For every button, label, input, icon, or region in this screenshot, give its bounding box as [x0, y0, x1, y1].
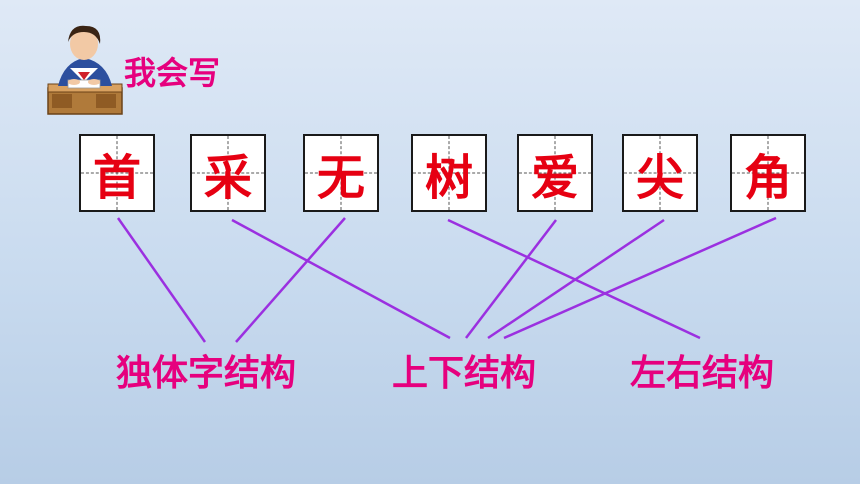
character-glyph: 无 [316, 150, 365, 206]
character-box: 树 [411, 134, 487, 212]
grid-guide-horizontal [413, 172, 485, 174]
category-left-right-structure: 左右结构 [630, 353, 775, 394]
character-box: 首 [79, 134, 155, 212]
connector-jiao-to-topbottom [503, 216, 777, 340]
character-glyph: 爱 [530, 150, 579, 206]
character-box: 尖 [622, 134, 698, 212]
character-glyph: 树 [424, 150, 473, 206]
connector-ai-to-topbottom [465, 219, 557, 339]
grid-guide-horizontal [624, 172, 696, 174]
grid-guide-horizontal [732, 172, 804, 174]
character-box: 采 [190, 134, 266, 212]
connector-cai-to-topbottom [231, 218, 451, 340]
page-title: 我会写 [124, 54, 221, 92]
grid-guide-horizontal [81, 172, 153, 174]
grid-guide-horizontal [305, 172, 377, 174]
grid-guide-horizontal [519, 172, 591, 174]
connector-shu-to-leftright [447, 218, 701, 340]
grid-guide-horizontal [192, 172, 264, 174]
header: 我会写 [44, 18, 304, 118]
character-glyph: 角 [743, 150, 792, 206]
connector-shou-to-single [116, 217, 207, 343]
connector-wu-to-single [235, 217, 346, 343]
connector-jian-to-topbottom [487, 218, 665, 340]
character-box: 爱 [517, 134, 593, 212]
character-glyph: 采 [203, 150, 252, 206]
character-box: 无 [303, 134, 379, 212]
character-box: 角 [730, 134, 806, 212]
character-glyph: 首 [92, 150, 141, 206]
category-single-structure: 独体字结构 [116, 353, 297, 394]
student-writing-icon [47, 25, 123, 115]
category-top-bottom-structure: 上下结构 [392, 353, 537, 394]
character-glyph: 尖 [635, 150, 684, 206]
